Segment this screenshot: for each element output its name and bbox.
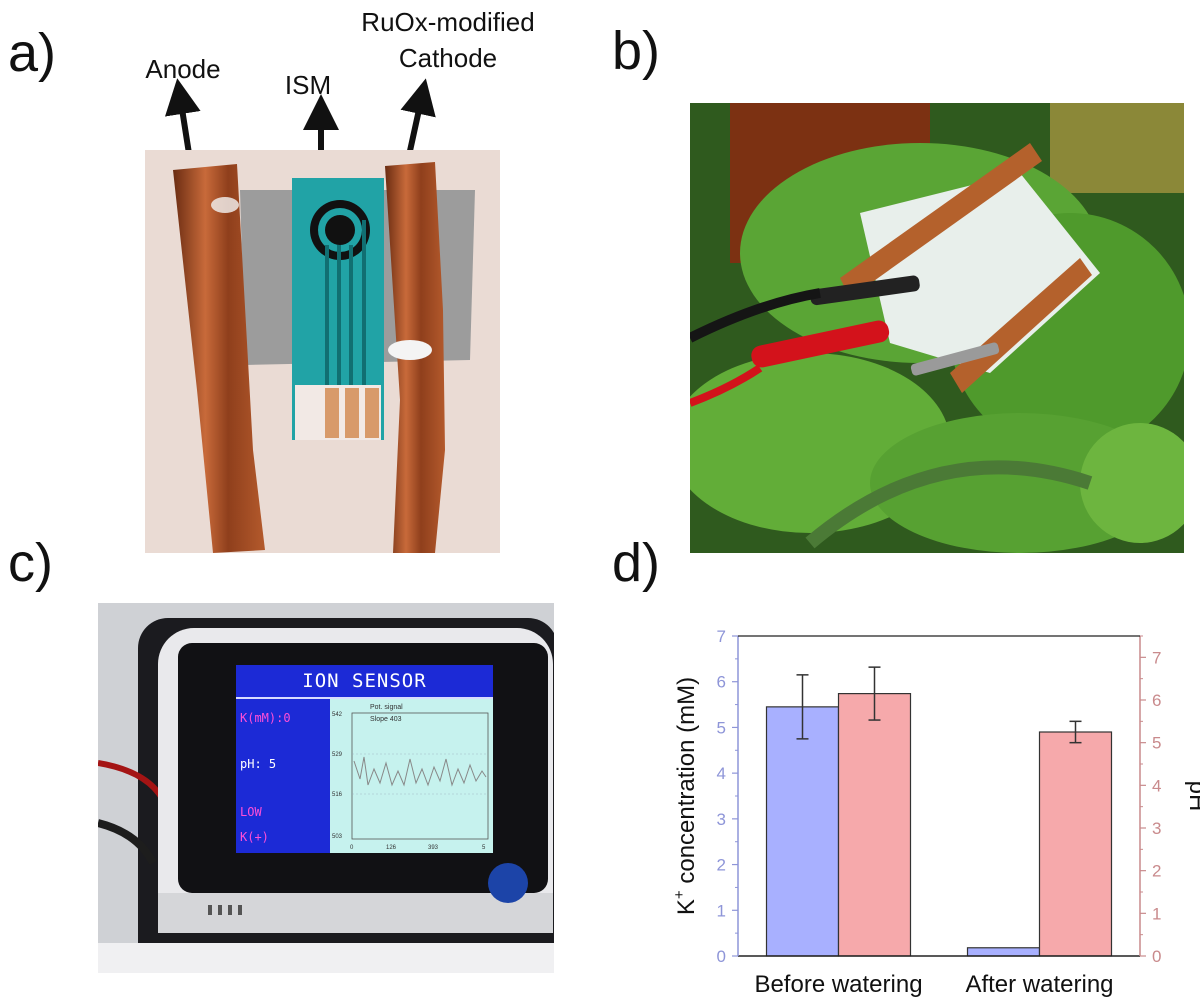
panel-label-c: c) (8, 533, 53, 593)
y-tick-label: 6 (717, 673, 726, 692)
plant-illustration (690, 103, 1184, 553)
cathode-label: RuOx-modified Cathode (348, 4, 548, 76)
ph-reading: pH: 5 (240, 757, 277, 771)
plot-xtick: 0 (350, 845, 354, 851)
plot-ytick: 542 (332, 712, 343, 718)
bar (966, 947, 1041, 957)
plot-title: Pot. signal (370, 704, 403, 711)
y2-tick-label: 4 (1152, 776, 1161, 795)
y2-tick-label: 3 (1152, 819, 1161, 838)
status-k: K(+) (240, 830, 269, 844)
panel-label-b: b) (612, 21, 661, 81)
k-ph-bar-chart: Before watering After watering 0 1 2 3 4 5 6 7 0 1 2… (671, 627, 1200, 998)
screen-title: ION SENSOR (302, 670, 427, 692)
y-tick-label: 0 (717, 947, 726, 966)
y-tick-label: 3 (717, 810, 726, 829)
anode-arrow (164, 78, 201, 161)
plot-ytick: 516 (332, 792, 343, 798)
y-tick-label: 7 (717, 627, 726, 646)
y2-tick-label: 5 (1152, 734, 1161, 753)
bar (1038, 731, 1113, 957)
y-tick-label: 4 (717, 764, 726, 783)
plot-ytick: 529 (332, 752, 343, 758)
signal-plot: Pot. signal Slope 403 542 529 516 503 0 … (330, 699, 493, 853)
plot-ytick: 503 (332, 834, 343, 840)
k-reading: K(mM):0 (240, 711, 291, 725)
plot-xtick: 393 (428, 845, 439, 851)
cathode-arrow (400, 78, 436, 161)
y-axis-label: K+ concentration (mM) (671, 677, 700, 915)
y-tick-label: 5 (717, 718, 726, 737)
handheld-reader-photo: ION SENSOR K(mM):0 pH: 5 LOW K(+) Pot. s… (98, 603, 554, 973)
screen-title-bar: ION SENSOR (236, 665, 493, 699)
plot-xtick: 5 (482, 845, 486, 851)
x-tick-label: After watering (965, 971, 1113, 998)
plant-leaf-sensor-photo (690, 103, 1184, 553)
y2-tick-label: 7 (1152, 648, 1161, 667)
status-low: LOW (240, 805, 262, 819)
panel-label-a: a) (8, 23, 57, 83)
signal-plot-svg: Pot. signal Slope 403 542 529 516 503 0 … (332, 704, 489, 851)
x-tick-label: Before watering (754, 971, 922, 998)
y2-tick-label: 2 (1152, 862, 1161, 881)
plot-xtick: 126 (386, 845, 397, 851)
cathode-label-line2: Cathode (398, 43, 498, 73)
y2-tick-label: 6 (1152, 691, 1161, 710)
bar (837, 692, 912, 957)
signal-trace (353, 756, 487, 787)
electrode-device-illustration (145, 150, 500, 553)
y2-tick-label: 0 (1152, 947, 1161, 966)
y2-tick-label: 1 (1152, 904, 1161, 923)
device-screen: ION SENSOR K(mM):0 pH: 5 LOW K(+) Pot. s… (236, 665, 493, 853)
plot-slope: Slope 403 (370, 716, 402, 723)
y-tick-label: 1 (717, 901, 726, 920)
y-tick-label: 2 (717, 856, 726, 875)
bar (765, 706, 840, 957)
cathode-label-line1: RuOx-modified (361, 7, 535, 37)
anode-copper-tape (173, 164, 265, 553)
panel-label-d: d) (612, 533, 661, 593)
y2-axis-label: pH (1184, 781, 1200, 812)
electrode-device-photo (145, 150, 500, 553)
